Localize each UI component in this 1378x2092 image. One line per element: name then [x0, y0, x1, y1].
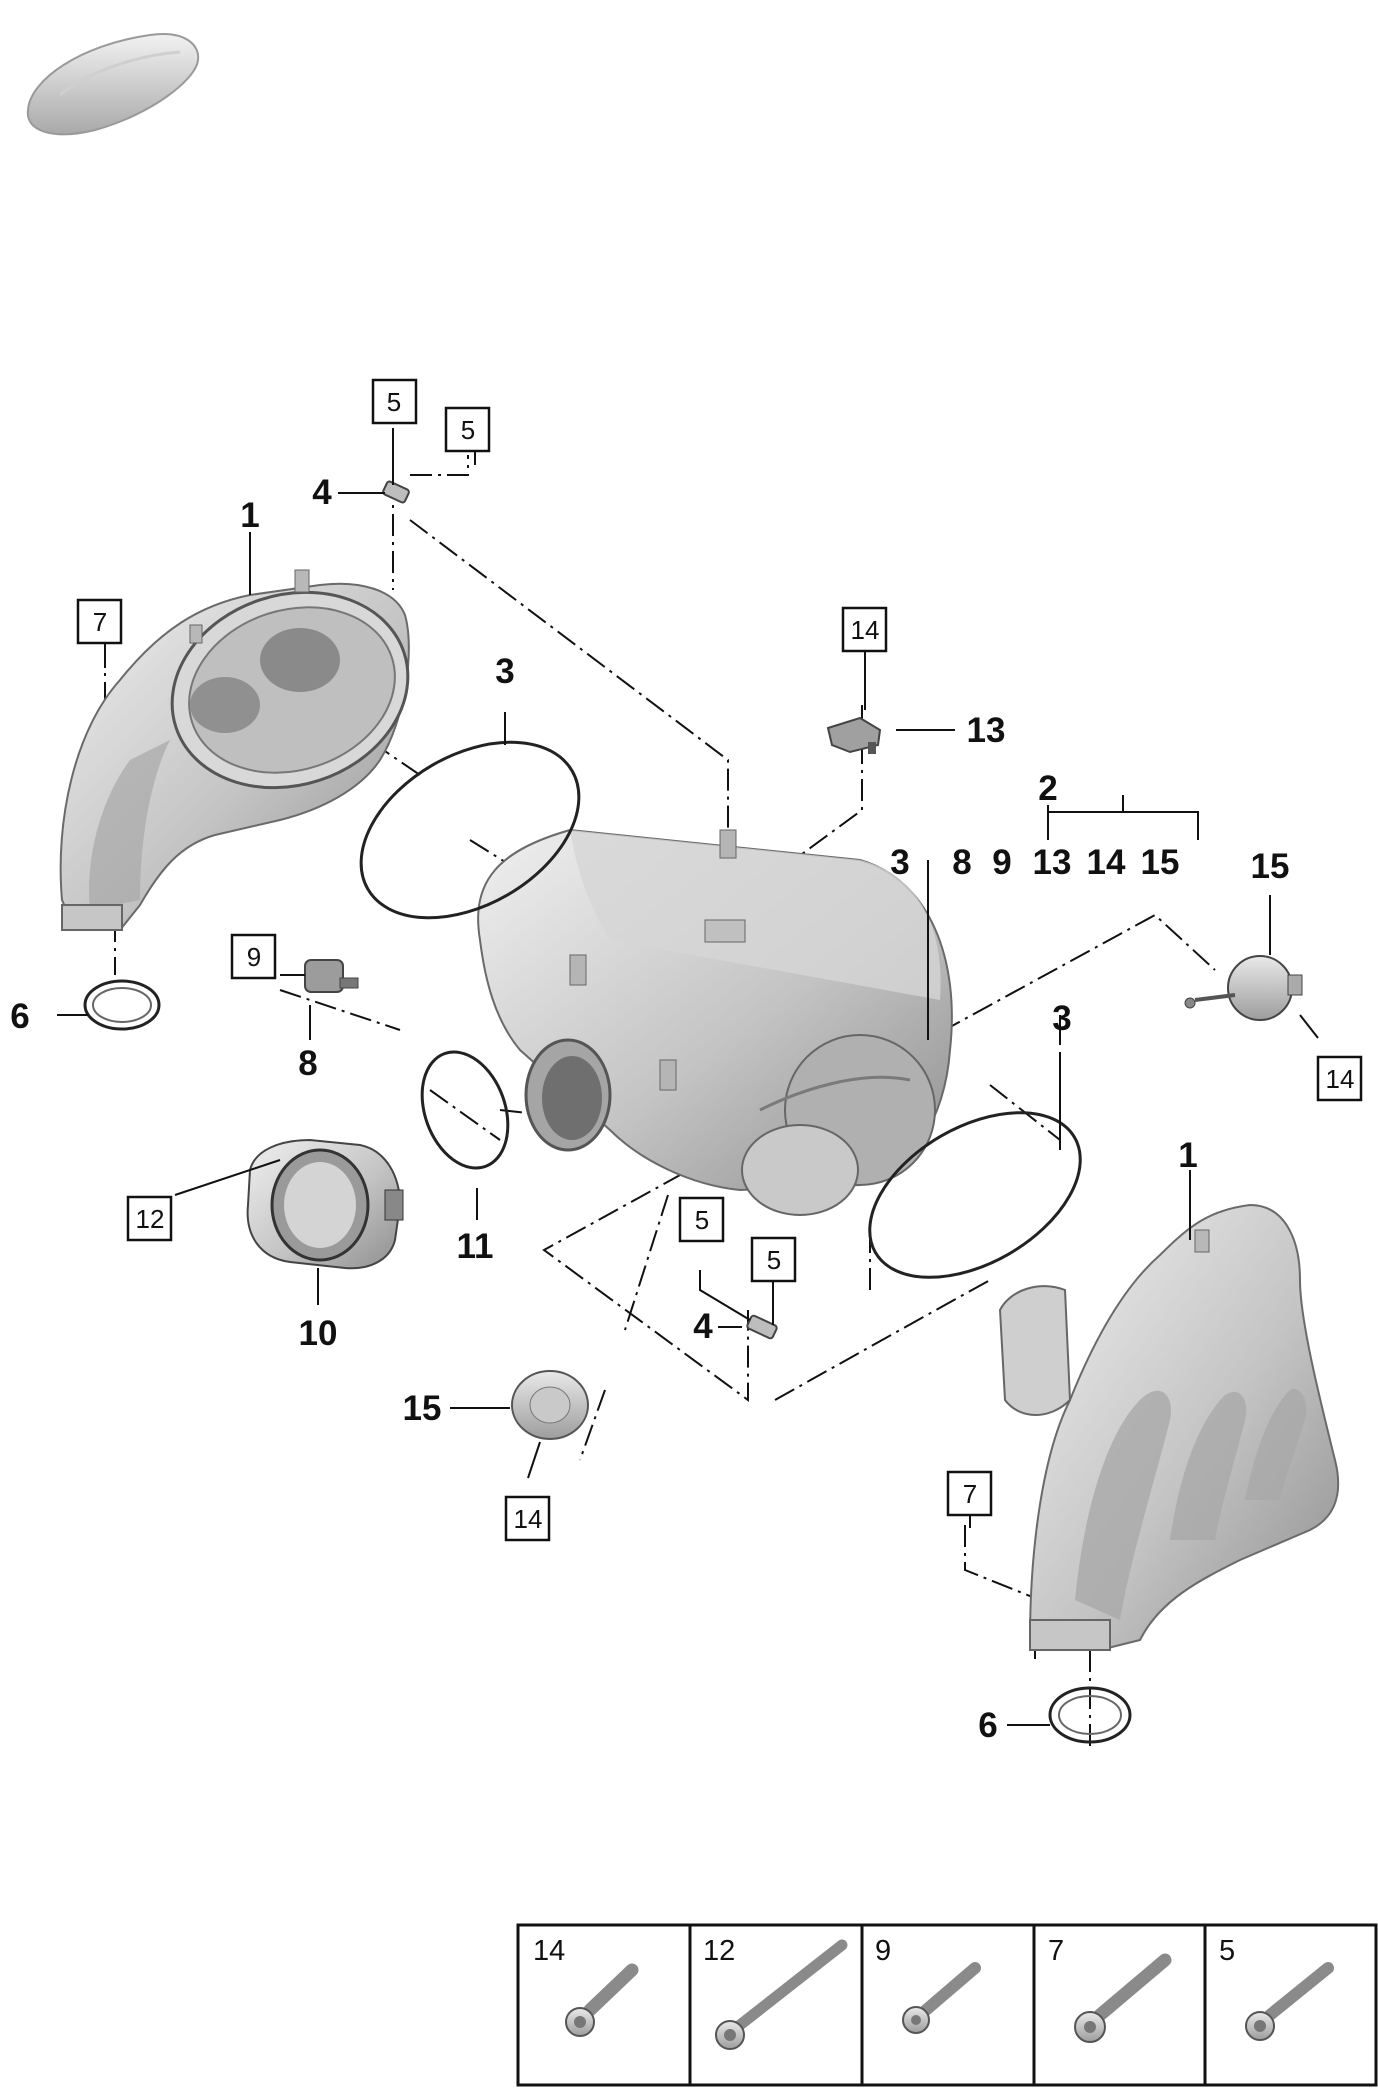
callout-6-right: 6	[978, 1706, 997, 1745]
vehicle-thumbnail-icon	[26, 33, 200, 136]
fastener-cell-5: 5	[1219, 1935, 1334, 2041]
callout-15-right: 15	[1251, 847, 1290, 886]
bolt-icon	[902, 1962, 981, 2034]
clip-4-mid[interactable]	[746, 1314, 778, 1340]
svg-text:14: 14	[851, 615, 880, 645]
group-2-item: 9	[992, 843, 1011, 882]
gasket-3-left[interactable]	[330, 706, 609, 954]
svg-text:9: 9	[247, 942, 261, 972]
callout-4-top: 4	[312, 473, 332, 512]
callout-11: 11	[457, 1227, 494, 1266]
svg-text:5: 5	[767, 1245, 781, 1275]
boxed-references: 5 5 7 14 9 14 12 5 5 14 7	[76, 378, 1363, 1542]
long-bolt-icon	[715, 1939, 848, 2050]
pressure-sensor-13[interactable]	[826, 716, 882, 754]
ref-box-5-top-b: 5	[444, 406, 491, 453]
callout-15-bottom: 15	[403, 1389, 442, 1428]
fastener-cell-9: 9	[875, 1935, 981, 2034]
callout-4-mid: 4	[693, 1307, 713, 1346]
svg-text:7: 7	[963, 1479, 977, 1509]
svg-text:5: 5	[387, 387, 401, 417]
fastener-table: 14 12 9 7	[516, 1923, 1378, 2087]
svg-text:14: 14	[533, 1935, 565, 1967]
svg-text:5: 5	[461, 415, 475, 445]
callout-10: 10	[299, 1314, 338, 1353]
callout-13: 13	[967, 711, 1006, 750]
clip-4-top[interactable]	[382, 480, 410, 504]
bolt-icon	[565, 1963, 639, 2037]
svg-text:12: 12	[136, 1204, 165, 1234]
right-intake-manifold[interactable]	[998, 1203, 1340, 1651]
ref-box-5-top-a: 5	[371, 378, 418, 425]
gasket-3-right[interactable]	[841, 1079, 1108, 1312]
ref-box-5-mid-b: 5	[750, 1236, 797, 1283]
svg-text:5: 5	[695, 1205, 709, 1235]
callout-1-right: 1	[1178, 1136, 1197, 1175]
fastener-cell-14: 14	[533, 1935, 639, 2037]
bolt-icon	[1074, 1953, 1172, 2043]
ref-box-14-top: 14	[841, 606, 888, 653]
callout-3-left: 3	[495, 652, 514, 691]
callout-6-left: 6	[10, 997, 29, 1036]
left-intake-manifold[interactable]	[59, 563, 434, 931]
ref-box-7-left: 7	[76, 598, 123, 645]
callout-8: 8	[298, 1044, 317, 1083]
ref-box-14-bottom: 14	[504, 1495, 551, 1542]
sensor-8[interactable]	[304, 959, 359, 993]
actuator-15-right[interactable]	[1184, 955, 1303, 1021]
cap-15-bottom[interactable]	[511, 1370, 589, 1440]
svg-text:12: 12	[703, 1935, 735, 1967]
group-2-item: 13	[1033, 843, 1072, 882]
throttle-body-10[interactable]	[246, 1138, 404, 1270]
svg-text:14: 14	[1326, 1064, 1355, 1094]
intake-plenum[interactable]	[477, 828, 953, 1216]
ref-box-12: 12	[126, 1195, 173, 1242]
gasket-6-left[interactable]	[83, 979, 161, 1031]
ref-box-14-right: 14	[1316, 1055, 1363, 1102]
bolt-icon	[1245, 1962, 1334, 2041]
o-ring-11[interactable]	[407, 1040, 523, 1180]
fastener-cell-12: 12	[703, 1935, 848, 2050]
callout-1-left: 1	[240, 496, 259, 535]
svg-text:14: 14	[514, 1504, 543, 1534]
ref-box-7-right: 7	[946, 1470, 993, 1517]
leader-lines	[57, 428, 1319, 1726]
svg-text:7: 7	[1048, 1935, 1064, 1967]
fastener-cell-7: 7	[1048, 1935, 1172, 2043]
callout-labels: 1 1 2 3 3 4 4 6 6 8 10 11 13 15 15	[10, 473, 1289, 1745]
svg-text:7: 7	[93, 607, 107, 637]
ref-box-9: 9	[230, 933, 277, 980]
ref-box-5-mid-a: 5	[678, 1196, 725, 1243]
svg-text:5: 5	[1219, 1935, 1235, 1967]
group-2-item: 3	[890, 843, 909, 882]
gasket-6-right[interactable]	[1048, 1686, 1132, 1744]
group-2-contents: 3 8 9 13 14 15	[890, 843, 1179, 882]
svg-text:9: 9	[875, 1935, 891, 1967]
callout-2: 2	[1038, 769, 1057, 808]
group-2-item: 15	[1141, 843, 1180, 882]
group-2-item: 8	[952, 843, 971, 882]
group-2-item: 14	[1087, 843, 1126, 882]
callout-3-right: 3	[1052, 999, 1071, 1038]
